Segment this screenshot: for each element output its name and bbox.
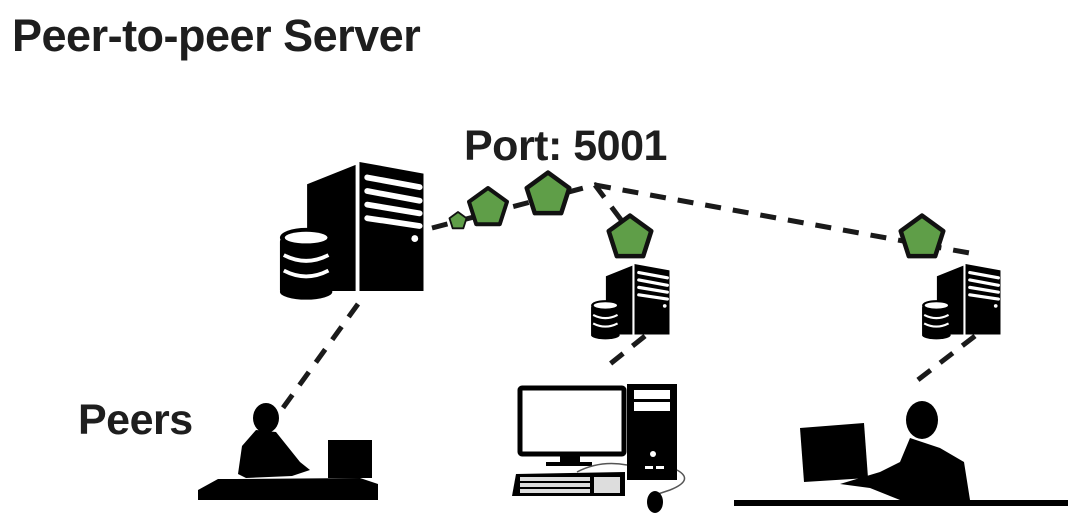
peers-label: Peers: [78, 396, 193, 444]
packet-icon: [467, 186, 509, 227]
desktop-computer-icon: [512, 384, 686, 513]
link-peer-server-3-to-peer-3: [908, 334, 977, 388]
packet-icon: [609, 216, 652, 257]
main-server-icon: [280, 162, 424, 300]
packet-icon: [527, 173, 570, 214]
packet-icon: [448, 211, 468, 230]
port-label: Port: 5001: [464, 122, 667, 170]
link-main-to-peer-1: [277, 302, 361, 414]
person-laptop-icon: [198, 403, 378, 500]
link-peer-server-2-to-peer-2: [608, 334, 647, 366]
page-title: Peer-to-peer Server: [12, 10, 421, 61]
person-monitor-icon: [734, 401, 1068, 506]
peer-server-icon: [589, 262, 672, 341]
peer-server-icon: [920, 262, 1003, 341]
packet-icon: [901, 216, 944, 257]
